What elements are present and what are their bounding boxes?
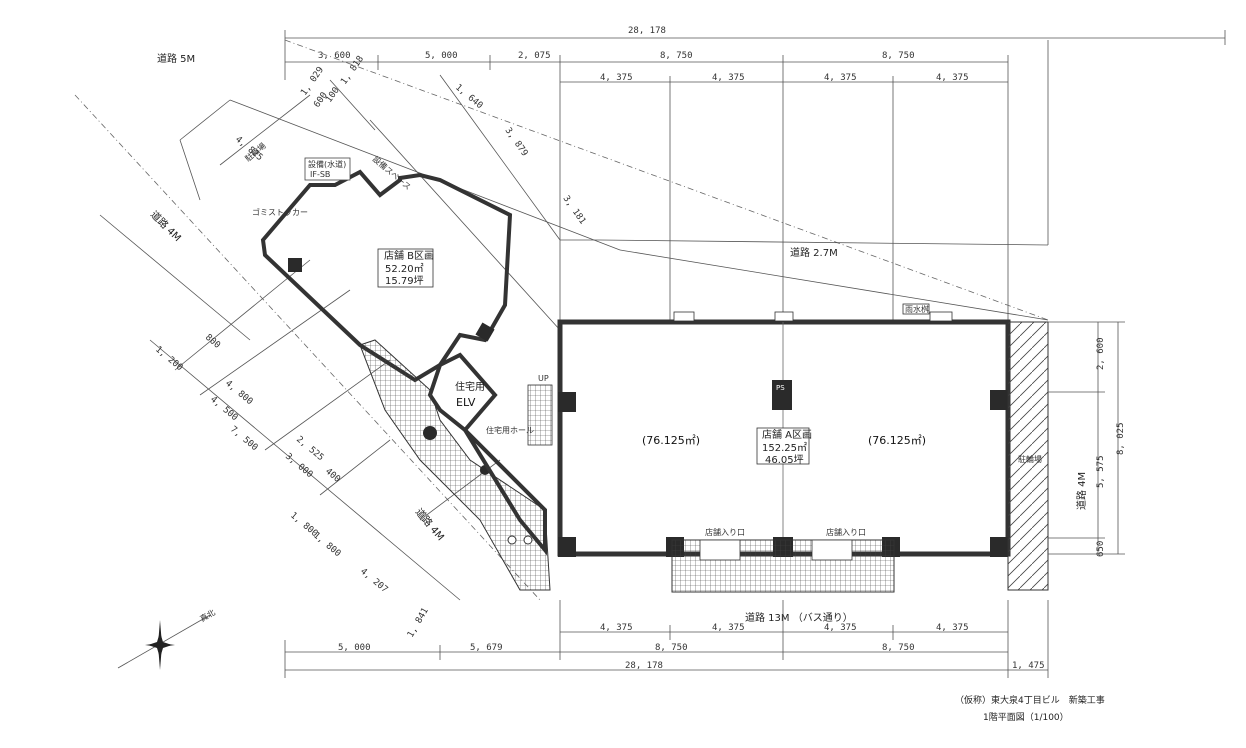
dim-top-seg-4: 8, 750 — [660, 51, 693, 61]
title-block: （仮称）東大泉4丁目ビル 新築工事 1階平面図（1/100） — [955, 693, 1135, 727]
dim-bottom-seg-2: 5, 679 — [470, 643, 503, 653]
dim-right-3: 650 — [1096, 541, 1106, 557]
store-a-area-m2: 152.25㎡ — [762, 442, 807, 454]
store-a-left-half: (76.125㎡) — [642, 434, 700, 447]
dim-right-2: 5, 575 — [1096, 455, 1106, 488]
dim-bottom-sub-2: 4, 375 — [712, 623, 745, 633]
title-line-1: （仮称）東大泉4丁目ビル 新築工事 — [955, 696, 1105, 706]
road-labels: 道路 5M 道路 4M 道路 2.7M 道路 4M 道路 4M 道路 13M （… — [148, 52, 1088, 624]
dim-right-total: 8, 025 — [1116, 422, 1126, 455]
top-dimension-texts: 28, 178 3, 600 5, 000 2, 075 8, 750 8, 7… — [318, 26, 969, 83]
svg-text:4, 800: 4, 800 — [223, 379, 254, 408]
dim-bottom-sub-1: 4, 375 — [600, 623, 633, 633]
dim-top-seg-5: 8, 750 — [882, 51, 915, 61]
stair: UP 住宅用ホール — [486, 374, 553, 446]
dim-bottom-total: 28, 178 — [625, 661, 663, 671]
store-b-name: 店舗 B区画 — [384, 249, 434, 262]
ps-label: PS — [776, 384, 785, 392]
meter-left-label: 設備(水道) — [308, 159, 346, 169]
store-b-area-m2: 52.20㎡ — [385, 263, 424, 275]
boundary-lines — [74, 39, 1049, 601]
bottom-dimension-lines: 4, 375 4, 375 4, 375 4, 375 5, 000 5, 67… — [284, 600, 1049, 678]
store-b-area-tsubo: 15.79坪 — [385, 274, 424, 287]
svg-text:1, 200: 1, 200 — [153, 345, 184, 374]
dim-top-sub-4: 4, 375 — [936, 73, 969, 83]
column-a-3 — [558, 537, 576, 557]
title-line-2: 1階平面図（1/100） — [983, 713, 1069, 723]
garbage-label: ゴミストッカー — [252, 207, 308, 217]
column-a-2 — [990, 390, 1008, 410]
north-arrow: 真北 — [117, 607, 217, 670]
column-b-2 — [475, 322, 495, 342]
meter-left-label-2: IF-SB — [310, 170, 330, 179]
ps-shaft — [772, 380, 792, 410]
road-bottom-label: 道路 13M （バス通り） — [745, 611, 853, 624]
walkway-pattern — [359, 339, 551, 591]
dim-bottom-seg-1: 5, 000 — [338, 643, 371, 653]
svg-text:7, 500: 7, 500 — [228, 425, 259, 454]
dim-top-sub-3: 4, 375 — [824, 73, 857, 83]
svg-text:1, 800: 1, 800 — [311, 531, 342, 560]
road-lower-left-label: 道路 4M — [413, 506, 447, 544]
dim-top-seg-3: 2, 075 — [518, 51, 551, 61]
svg-text:3, 181: 3, 181 — [561, 194, 588, 226]
elv-label-top: 住宅用 — [455, 380, 485, 393]
dim-bottom-right: 1, 475 — [1012, 661, 1045, 671]
dim-top-sub-1: 4, 375 — [600, 73, 633, 83]
store-a-area-tsubo: 46.05坪 — [765, 453, 804, 466]
dim-bottom-sub-4: 4, 375 — [936, 623, 969, 633]
hall-label: 住宅用ホール — [486, 425, 534, 435]
column-a-1 — [558, 392, 576, 412]
svg-text:3, 000: 3, 000 — [283, 452, 314, 481]
dim-bottom-seg-4: 8, 750 — [882, 643, 915, 653]
svg-text:100: 100 — [324, 86, 342, 105]
right-dimension-lines: 2, 600 5, 575 650 8, 025 — [1048, 321, 1126, 557]
up-label: UP — [538, 374, 549, 383]
svg-text:1, 841: 1, 841 — [406, 606, 431, 639]
dim-bottom-seg-3: 8, 750 — [655, 643, 688, 653]
svg-text:400: 400 — [323, 467, 342, 485]
dim-top-sub-2: 4, 375 — [712, 73, 745, 83]
svg-text:4, 207: 4, 207 — [358, 567, 389, 596]
dim-right-1: 2, 600 — [1096, 337, 1106, 370]
dim-top-total: 28, 178 — [628, 26, 666, 36]
store-a-unit: PS 雨水桝 店舗 A区画 152.25㎡ 46.05坪 (76.125㎡) (… — [557, 303, 1011, 557]
dim-top-seg-2: 5, 000 — [425, 51, 458, 61]
entrance-2-label: 店舗入り口 — [826, 527, 866, 537]
dim-top-seg-1: 3, 600 — [318, 51, 351, 61]
column-b-1 — [288, 258, 302, 272]
svg-text:800: 800 — [203, 333, 222, 351]
top-dimension-lines — [284, 30, 1226, 322]
svg-text:3, 879: 3, 879 — [503, 126, 530, 158]
right-hatched-strip: 駐輪場 — [1007, 321, 1049, 591]
parking-right-label: 駐輪場 — [1018, 454, 1042, 464]
entrance-1-label: 店舗入り口 — [705, 527, 745, 537]
road-right-label: 道路 4M — [1075, 472, 1088, 510]
road-left-label: 道路 4M — [148, 208, 184, 244]
north-label: 真北 — [198, 607, 217, 624]
road-top-label: 道路 5M — [157, 52, 195, 65]
dim-bottom-sub-3: 4, 375 — [824, 623, 857, 633]
column-a-7 — [990, 537, 1008, 557]
store-a-right-half: (76.125㎡) — [868, 434, 926, 447]
store-a-name: 店舗 A区画 — [762, 428, 812, 441]
meter-right-label: 雨水桝 — [905, 304, 929, 314]
svg-text:4, 500: 4, 500 — [208, 395, 239, 424]
elv-label: ELV — [456, 396, 476, 409]
entrance-apron: 店舗入り口 店舗入り口 — [671, 527, 895, 593]
road-center-label: 道路 2.7M — [790, 246, 838, 259]
svg-text:1, 640: 1, 640 — [453, 83, 484, 112]
